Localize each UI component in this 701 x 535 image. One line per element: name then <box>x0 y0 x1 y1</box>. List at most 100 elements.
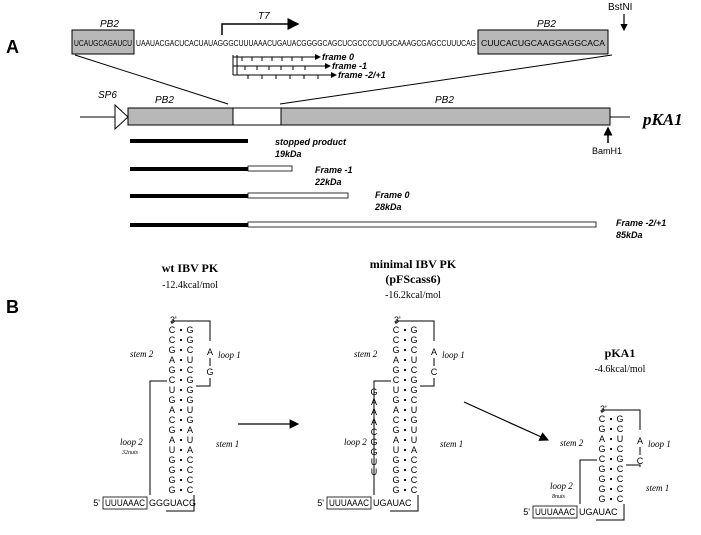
base: G <box>186 325 193 335</box>
pair-dot <box>609 427 613 431</box>
pair-dot <box>609 417 613 421</box>
base: G <box>598 474 605 484</box>
base: U <box>411 435 418 445</box>
bstni-label: BstNI <box>608 2 632 13</box>
base: C <box>393 375 400 385</box>
base: A <box>393 435 399 445</box>
base: G <box>186 415 193 425</box>
expand-line-right <box>279 54 613 105</box>
base: C <box>411 365 418 375</box>
base: G <box>168 455 175 465</box>
base: G <box>392 465 399 475</box>
svg-text:22kDa: 22kDa <box>314 177 342 187</box>
loop-2-line <box>579 459 597 504</box>
wt-energy: -12.4kcal/mol <box>162 280 218 291</box>
loop-1-line <box>196 378 211 387</box>
base: G <box>410 325 417 335</box>
loop-2-size: 32nuts <box>121 450 139 456</box>
svg-text:19kDa: 19kDa <box>275 149 302 159</box>
base: C <box>637 456 644 466</box>
base: G <box>392 345 399 355</box>
base: C <box>393 415 400 425</box>
base: C <box>187 465 194 475</box>
pair-dot <box>403 448 407 452</box>
min-title: minimal IBV PK <box>370 257 457 271</box>
base: U <box>411 425 418 435</box>
pair-dot <box>403 398 407 402</box>
product-frame-0: Frame 0 28kDa <box>130 190 410 212</box>
base: A <box>187 445 193 455</box>
pair-dot <box>403 418 407 422</box>
svg-text:28kDa: 28kDa <box>374 202 402 212</box>
base: C <box>411 465 418 475</box>
tail-seq: UGAUAC <box>373 498 412 508</box>
pair-dot <box>609 477 613 481</box>
pair-dot <box>609 487 613 491</box>
pair-dot <box>403 338 407 342</box>
base: G <box>392 475 399 485</box>
base: G <box>410 375 417 385</box>
base: A <box>371 417 377 427</box>
frame-arrows <box>232 54 337 79</box>
loop-2-label: loop 2 <box>344 437 367 447</box>
pair-dot <box>403 428 407 432</box>
closing-line <box>596 504 625 521</box>
panel-a-label: A <box>6 37 19 57</box>
base: G <box>392 455 399 465</box>
pb2-seq-left-label: PB2 <box>100 19 119 30</box>
stem-1-label: stem 1 <box>646 483 669 493</box>
base: G <box>598 464 605 474</box>
base: C <box>187 345 194 355</box>
pair-dot <box>179 438 183 442</box>
base: A <box>187 425 193 435</box>
three-prime-label: 3' <box>600 404 607 414</box>
pair-dot <box>179 478 183 482</box>
five-prime-label: 5' <box>317 498 324 508</box>
slippery-box <box>532 505 578 519</box>
base: A <box>169 435 175 445</box>
base: U <box>393 445 400 455</box>
pair-dot <box>179 448 183 452</box>
base: G <box>410 385 417 395</box>
base: C <box>617 494 624 504</box>
slippery-seq: UUUAAAC <box>105 498 145 508</box>
loop-2-label: loop 2 <box>120 437 143 447</box>
pair-dot <box>403 408 407 412</box>
base: G <box>598 484 605 494</box>
base: G <box>168 465 175 475</box>
pair-dot <box>403 388 407 392</box>
base: C <box>187 455 194 465</box>
pair-dot <box>403 458 407 462</box>
base: U <box>393 385 400 395</box>
pair-dot <box>179 488 183 492</box>
closing-line <box>166 495 195 512</box>
base: C <box>393 325 400 335</box>
pair-dot <box>403 328 407 332</box>
loop-2-label: loop 2 <box>550 481 573 491</box>
base: U <box>187 435 194 445</box>
stem-2-label: stem 2 <box>130 349 154 359</box>
pair-dot <box>609 447 613 451</box>
panel-b-label: B <box>6 297 19 317</box>
transition-arrow-2 <box>463 401 550 441</box>
sp6-label: SP6 <box>98 90 117 101</box>
base: G <box>392 485 399 495</box>
svg-text:Frame 0: Frame 0 <box>375 190 410 200</box>
pair-dot <box>179 368 183 372</box>
pair-dot <box>403 468 407 472</box>
base: G <box>168 365 175 375</box>
base: C <box>187 365 194 375</box>
base: C <box>617 484 624 494</box>
t7-label: T7 <box>258 11 270 22</box>
pair-dot <box>609 467 613 471</box>
pair-dot <box>179 408 183 412</box>
construct-name: pKA1 <box>641 110 683 129</box>
frame-minus2-label: frame -2/+1 <box>338 70 386 80</box>
bamh1-label: BamH1 <box>592 146 622 156</box>
loop-1-label: loop 1 <box>218 350 241 360</box>
base: C <box>187 485 194 495</box>
base: G <box>370 387 377 397</box>
base: C <box>617 424 624 434</box>
